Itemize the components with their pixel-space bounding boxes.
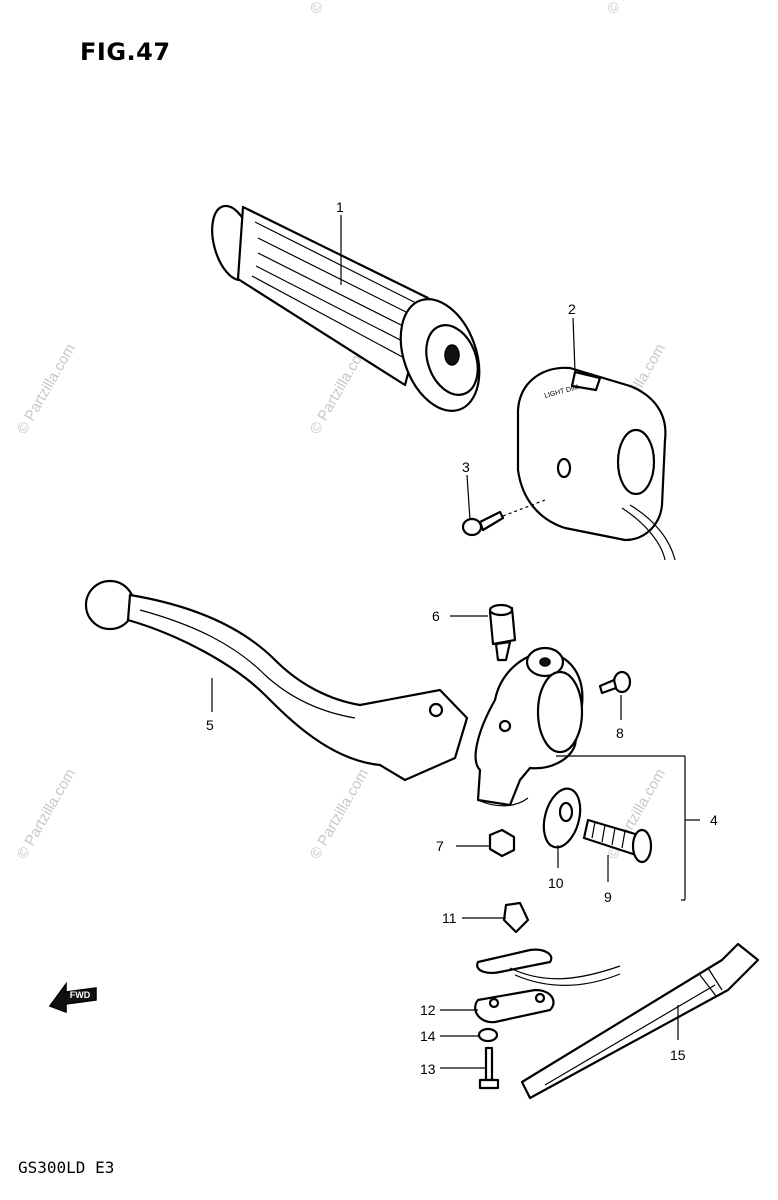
part-washer: [477, 1027, 499, 1043]
callout-15: 15: [670, 1047, 686, 1063]
watermark: © Partzilla.com: [14, 341, 79, 437]
callout-6: 6: [432, 608, 440, 624]
callout-4: 4: [710, 812, 718, 828]
callout-9: 9: [604, 889, 612, 905]
part-screw-8: [598, 670, 632, 695]
callout-labels: 1 2 3 4 5 6 7 8 9 10 11 12 13 14 15: [206, 199, 718, 1077]
callout-13: 13: [420, 1061, 436, 1077]
callout-2: 2: [568, 301, 576, 317]
part-lever-holder: [474, 646, 584, 807]
callout-7: 7: [436, 838, 444, 854]
part-switch-housing: LIGHT DIM: [516, 366, 676, 561]
fwd-arrow: FWD: [48, 981, 97, 1014]
callout-14: 14: [420, 1028, 436, 1044]
part-clutch-lever: [84, 579, 469, 782]
part-pivot-bolt: [488, 603, 517, 662]
part-grip: [211, 204, 481, 412]
callout-10: 10: [548, 875, 564, 891]
callout-3: 3: [462, 459, 470, 475]
leader-lines: [211, 215, 700, 1069]
watermark: © Partzilla.com: [307, 0, 372, 17]
watermark: © Partzilla.com: [14, 766, 79, 862]
part-cable-strap: [520, 942, 760, 1100]
part-bolt-13: [478, 1046, 500, 1090]
callout-1: 1: [336, 199, 344, 215]
fwd-arrow-label: FWD: [70, 990, 91, 1000]
part-clamp: [474, 988, 555, 1024]
callout-11: 11: [442, 910, 457, 926]
watermark: © Partzilla.com: [604, 0, 669, 17]
model-code: GS300LD E3: [18, 1158, 115, 1177]
callout-5: 5: [206, 717, 214, 733]
callout-12: 12: [420, 1002, 436, 1018]
figure-title: FIG.47: [80, 38, 171, 66]
part-wire-bracket: [476, 948, 621, 986]
part-screw-3: [461, 499, 546, 537]
callout-8: 8: [616, 725, 624, 741]
part-nut-7: [488, 828, 516, 858]
part-adjuster-bolt: [582, 818, 653, 864]
part-adjuster-nut: [542, 787, 582, 849]
watermark: © Partzilla.com: [307, 766, 372, 862]
part-switch-11: [502, 901, 530, 934]
